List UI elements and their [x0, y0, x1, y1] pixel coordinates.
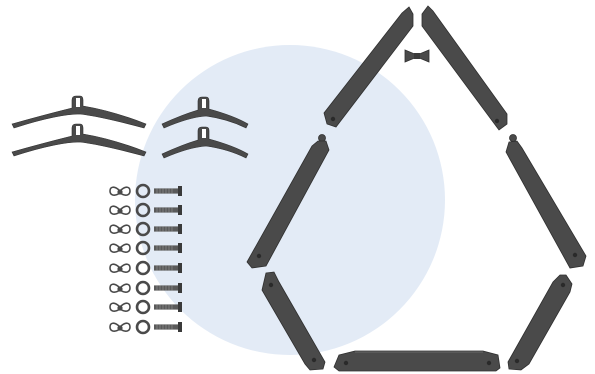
- wing-nut-icon: [109, 205, 131, 215]
- hardware-row: [109, 319, 183, 335]
- frame-bar-bottom-right: [507, 274, 573, 371]
- bowtie-connector: [404, 49, 430, 63]
- wing-nut-icon: [109, 283, 131, 293]
- wing-nut-icon: [109, 322, 131, 332]
- wing-nut-icon: [109, 302, 131, 312]
- frame-bar-top-right: [421, 5, 508, 131]
- hanger-narrow-bottom: [161, 126, 249, 159]
- washer-icon: [135, 319, 151, 335]
- frame-bar-left: [246, 134, 330, 269]
- wing-nut-icon: [109, 186, 131, 196]
- hanger-wide-bottom: [11, 123, 147, 157]
- washer-icon: [135, 260, 151, 276]
- wing-nut-icon: [109, 224, 131, 234]
- washer-icon: [135, 280, 151, 296]
- washer-icon: [135, 299, 151, 315]
- wing-nut-icon: [109, 243, 131, 253]
- frame-bar-bottom: [333, 350, 501, 372]
- hanger-wide-top: [11, 95, 147, 129]
- frame-bar-bottom-left: [261, 271, 326, 371]
- bolt-icon: [153, 321, 183, 333]
- frame-bar-right: [505, 134, 587, 269]
- frame-bar-top-left: [323, 6, 414, 128]
- hardware-row: [109, 299, 183, 315]
- wing-nut-icon: [109, 263, 131, 273]
- hanger-narrow-top: [161, 96, 249, 129]
